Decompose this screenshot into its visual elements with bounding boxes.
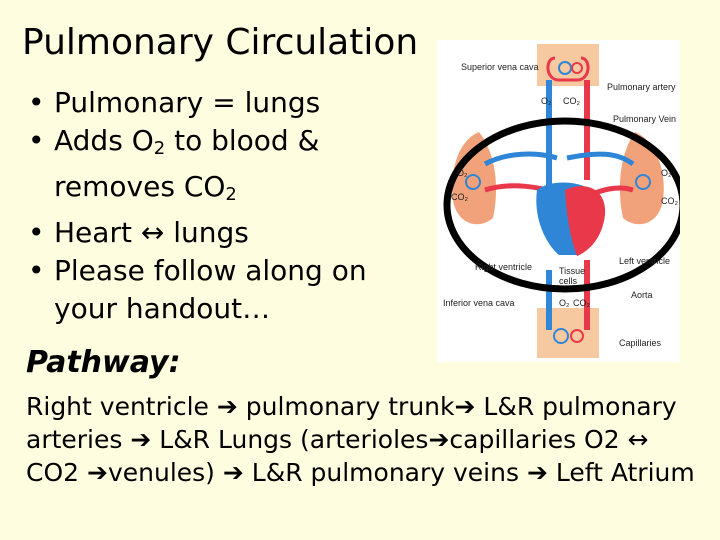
label-pulmonary-vein: Pulmonary Vein — [613, 114, 677, 124]
label-co2: CO₂ — [661, 196, 678, 206]
lung-capillary — [465, 174, 481, 190]
right-lung — [452, 132, 497, 225]
label-capillaries: Capillaries — [619, 338, 662, 348]
label-o2: O₂ — [457, 168, 468, 178]
label-left-ventricle: Left ventricle — [619, 256, 671, 266]
capillary-bottom — [570, 329, 584, 343]
bullet-list: Pulmonary = lungs Adds O2 to blood & rem… — [28, 84, 408, 328]
bullet-text: Heart ↔ lungs — [54, 216, 249, 249]
capillary-top-red — [571, 62, 583, 74]
arrow-icon: ➔ — [526, 458, 548, 487]
pathway-description: Right ventricle ➔ pulmonary trunk➔ L&R p… — [26, 390, 706, 489]
pathway-step: Right ventricle — [26, 392, 217, 421]
pathway-step: L&R pulmonary veins — [243, 458, 527, 487]
slide-title: Pulmonary Circulation — [22, 22, 419, 63]
arrow-icon: ➔ — [454, 392, 476, 421]
label-superior-vena-cava: Superior vena cava — [461, 62, 539, 72]
bullet-text: Please follow along on your handout… — [54, 254, 367, 325]
label-co2: CO₂ — [451, 192, 468, 202]
bullet-text: Adds O — [54, 124, 154, 157]
lung-capillary — [635, 174, 651, 190]
left-lung — [619, 132, 664, 225]
pathway-step: L&R pulmonary arteries — [26, 392, 677, 454]
label-aorta: Aorta — [631, 290, 653, 300]
label-co2: CO₂ — [573, 298, 590, 308]
label-o2: O₂ — [541, 96, 552, 106]
capillary-bottom — [553, 328, 569, 344]
bullet-text: Pulmonary = lungs — [54, 86, 321, 119]
label-o2: O₂ — [661, 168, 672, 178]
pathway-step: capillaries O2 ↔ CO2 — [26, 425, 649, 487]
label-tissue-cells: Tissue cells — [559, 266, 586, 286]
capillary-top — [546, 56, 590, 82]
label-inferior-vena-cava: Inferior vena cava — [443, 298, 515, 308]
heart-left-side — [565, 186, 606, 256]
bullet-item: Please follow along on your handout… — [28, 252, 408, 328]
label-o2: O₂ — [559, 298, 570, 308]
pathway-step: venules) — [107, 458, 223, 487]
bullet-item: Pulmonary = lungs — [28, 84, 408, 122]
bullet-text: to blood & removes CO — [54, 124, 320, 203]
bullet-item: Heart ↔ lungs — [28, 214, 408, 252]
bullet-item: Adds O2 to blood & removes CO2 — [28, 122, 408, 214]
arrow-icon: ➔ — [428, 425, 450, 454]
pathway-heading: Pathway: — [26, 345, 181, 380]
arrow-icon: ➔ — [216, 392, 238, 421]
arrow-icon: ➔ — [130, 425, 152, 454]
subscript: 2 — [153, 138, 166, 159]
pulmonary-artery-right — [483, 151, 558, 167]
pathway-step: Left Atrium — [547, 458, 695, 487]
pulmonary-artery-left — [566, 151, 635, 167]
arrow-icon: ➔ — [222, 458, 244, 487]
pathway-step: pulmonary trunk — [237, 392, 455, 421]
circulation-diagram: Superior vena cava Pulmonary artery Pulm… — [437, 40, 687, 362]
arrow-icon: ➔ — [87, 458, 108, 487]
pathway-step: L&R Lungs (arterioles — [151, 425, 429, 454]
subscript: 2 — [225, 184, 237, 205]
label-right-ventricle: Right ventricle — [475, 262, 533, 272]
circulation-diagram-svg — [443, 44, 687, 358]
label-pulmonary-artery: Pulmonary artery — [607, 82, 676, 92]
label-co2: CO₂ — [563, 96, 580, 106]
